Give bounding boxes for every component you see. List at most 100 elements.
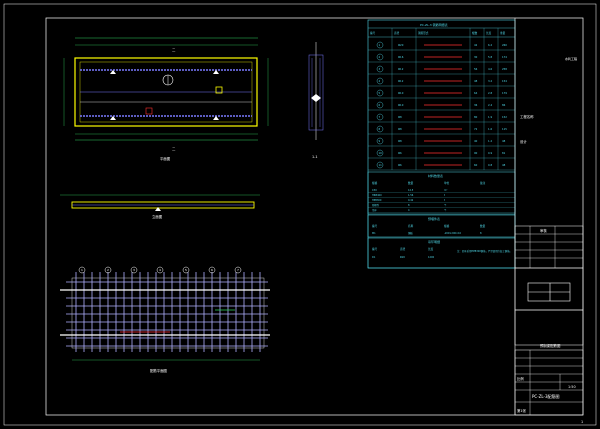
fourth-table-cell: D1 (372, 256, 376, 259)
secondary-table-cell: 12.5 (408, 189, 414, 192)
row-number-circle (376, 77, 384, 85)
secondary-table-cell: C30 (372, 189, 377, 192)
third-table-cell: 钢板 (408, 231, 413, 235)
section-view: 1-1 (308, 42, 324, 159)
fourth-table-header: 编号 (372, 247, 378, 251)
row-weight: 115 (502, 127, 507, 131)
row-length: 1.2 (488, 139, 492, 143)
secondary-table-cell: 预埋件 (372, 203, 380, 207)
main-table-header: 直径 (394, 31, 400, 35)
page-number: 1 (581, 420, 583, 424)
fourth-table-cell: 1200 (428, 256, 435, 259)
secondary-table-cell: 0.42 (408, 199, 414, 202)
row-weight: 174 (502, 55, 507, 59)
secondary-table-header: 单位 (444, 181, 450, 185)
row-number: 6 (379, 103, 381, 107)
row-number-circle (376, 125, 384, 133)
row-number-circle (376, 41, 384, 49)
row-count: 48 (474, 79, 478, 83)
secondary-table-title: 材料数量表 (428, 173, 443, 178)
scale-label: 比例 (517, 376, 524, 381)
third-table-cell: -200×200×10 (444, 232, 462, 235)
row-diameter: Φ12 (398, 67, 404, 71)
secondary-table-cell: 个 (444, 203, 447, 207)
third-table-header: 数量 (480, 224, 486, 228)
title-block-side-text: 水利工程 (565, 56, 577, 61)
main-table-header: 编号 (370, 31, 376, 35)
secondary-table-cell: 吊环 (372, 208, 377, 212)
row-count: 30 (474, 55, 478, 59)
callout-circle (104, 266, 112, 274)
row-number: 11 (379, 163, 383, 167)
row-diameter: Φ20 (398, 43, 404, 47)
row-diameter: Φ8 (398, 115, 402, 119)
row-number: 5 (379, 91, 381, 95)
row-length: 0.8 (488, 163, 492, 167)
secondary-table-cell: 8 (408, 204, 410, 207)
row-diameter: Φ6 (398, 151, 402, 155)
row-diameter: Φ12 (398, 79, 404, 83)
row-weight: 260 (502, 43, 507, 47)
row-diameter: Φ10 (398, 103, 404, 107)
plan-view: 二 二 平面图 (63, 37, 269, 161)
scale-value: 1:50 (568, 385, 576, 389)
row-number: 8 (379, 127, 381, 131)
row-length: 3.2 (488, 79, 492, 83)
fourth-table-cell: Φ20 (400, 256, 405, 259)
callout-circle (78, 266, 86, 274)
callout-label: 5 (185, 268, 187, 272)
secondary-table-cell: 4 (408, 209, 410, 212)
row-weight: 179 (502, 91, 507, 95)
elevation-caption: 立面图 (152, 214, 163, 219)
secondary-table-header: 数量 (408, 181, 414, 185)
drawing-title: 预制梁配筋图 (540, 343, 561, 348)
project-name: 工程名称 (520, 114, 534, 119)
row-diameter: Φ6 (398, 163, 402, 167)
secondary-table-header: 规格 (372, 181, 378, 185)
callout-label: 7 (237, 268, 239, 272)
main-table-header: 长度 (486, 31, 492, 35)
callout-circle (208, 266, 216, 274)
row-length: 4.6 (488, 67, 492, 71)
row-weight: 48 (502, 163, 506, 167)
row-diameter: Φ10 (398, 91, 404, 95)
row-count: 56 (474, 67, 478, 71)
main-table-header: 根数 (472, 31, 478, 35)
callout-circle (182, 266, 190, 274)
plan-top-label: 二 (172, 48, 176, 52)
row-count: 80 (474, 115, 478, 119)
third-table-header: 名称 (408, 224, 414, 228)
plan-caption: 平面图 (160, 156, 171, 161)
callout-label: 2 (107, 268, 109, 272)
design-label: 设计 (520, 139, 527, 144)
secondary-table-header: 备注 (480, 181, 486, 185)
secondary-table-cell: HPB300 (372, 199, 382, 202)
third-table-cell: 8 (480, 232, 482, 235)
row-diameter: Φ8 (398, 127, 402, 131)
callout-circle (156, 266, 164, 274)
row-number-circle (376, 101, 384, 109)
row-count: 64 (474, 91, 478, 95)
row-weight: 86 (502, 103, 506, 107)
main-table-title: PC-ZL-3 钢筋明细表 (420, 22, 448, 27)
secondary-table-cell: 1.56 (408, 194, 414, 197)
row-length: 1.6 (488, 127, 492, 131)
row-diameter: Φ8 (398, 139, 402, 143)
row-weight: 81 (502, 151, 506, 155)
fourth-table-note: 注：吊环采用HPB300钢筋，严禁使用冷加工钢筋。 (457, 249, 512, 253)
row-length: 2.8 (488, 91, 492, 95)
row-length: 2.4 (488, 103, 492, 107)
row-number: 7 (379, 115, 381, 119)
secondary-table-cell: 个 (444, 208, 447, 212)
row-weight: 154 (502, 79, 507, 83)
third-table-title: 预埋件表 (428, 216, 440, 221)
row-length: 5.8 (488, 55, 492, 59)
elevation-view: 立面图 (60, 194, 260, 219)
outer-frame (3, 3, 597, 426)
row-number: 1 (379, 43, 381, 47)
row-number-circle (376, 65, 384, 73)
row-number-circle (376, 89, 384, 97)
row-count: 90 (474, 151, 478, 155)
